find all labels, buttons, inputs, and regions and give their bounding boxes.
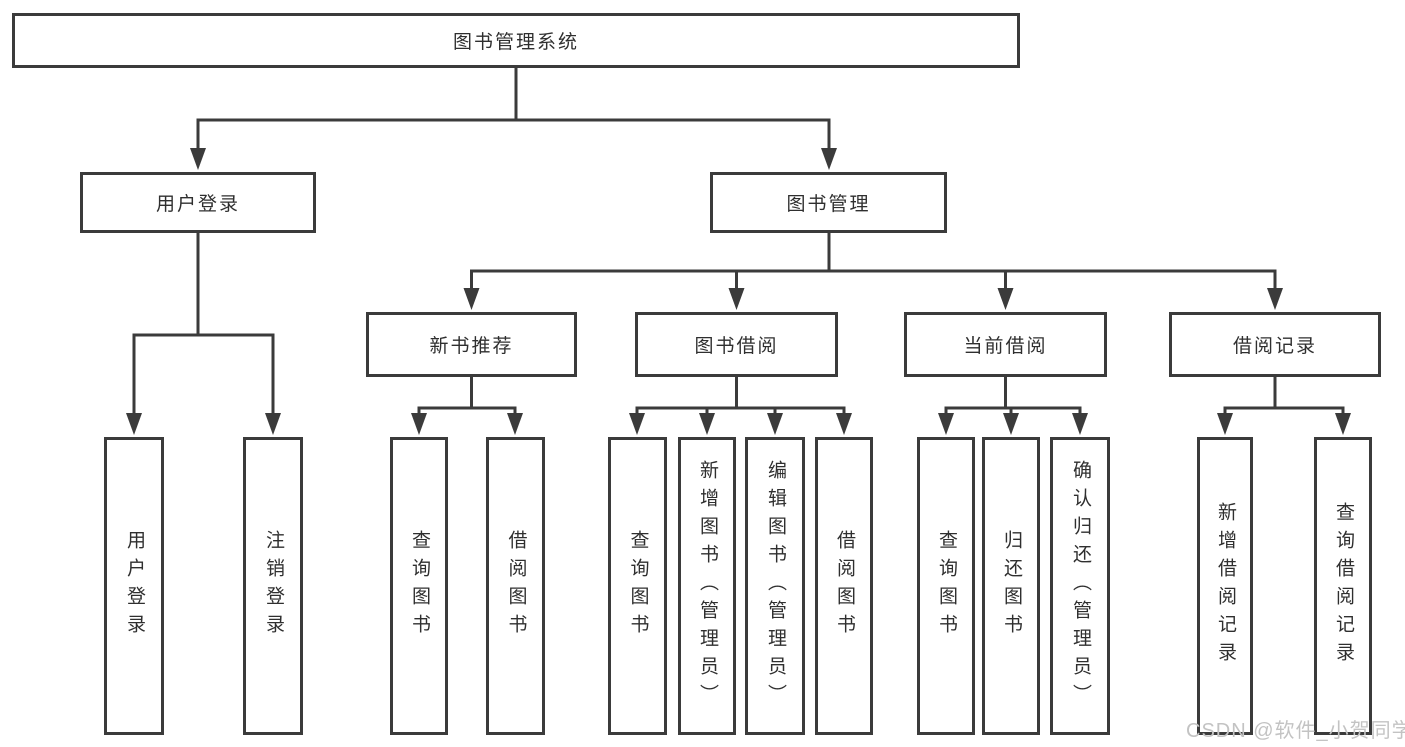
branch-user-login: 用户登录 xyxy=(80,172,316,233)
leaf-logout: 注销登录 xyxy=(243,437,303,735)
group-book-borrow: 图书借阅 xyxy=(635,312,838,377)
leaf-confirm-return-admin: 确认归还（管理员） xyxy=(1050,437,1110,735)
leaf-query-books-recommend-label: 查询图书 xyxy=(408,530,430,642)
leaf-query-books-borrow-label: 查询图书 xyxy=(627,530,649,642)
leaf-confirm-return-admin-label: 确认归还（管理员） xyxy=(1069,460,1091,712)
leaf-query-borrow-record: 查询借阅记录 xyxy=(1314,437,1372,735)
leaf-query-books-recommend: 查询图书 xyxy=(390,437,448,735)
leaf-borrow-books: 借阅图书 xyxy=(815,437,873,735)
leaf-borrow-books-label: 借阅图书 xyxy=(833,530,855,642)
watermark: CSDN @软件_小贺同学 xyxy=(1186,720,1405,742)
leaf-query-books-current: 查询图书 xyxy=(917,437,975,735)
leaf-edit-book-admin: 编辑图书（管理员） xyxy=(745,437,805,735)
leaf-add-borrow-record: 新增借阅记录 xyxy=(1197,437,1253,735)
group-borrow-records: 借阅记录 xyxy=(1169,312,1381,377)
root-node-label: 图书管理系统 xyxy=(452,32,579,53)
leaf-return-books-label: 归还图书 xyxy=(1000,530,1022,642)
group-current-borrow: 当前借阅 xyxy=(904,312,1107,377)
leaf-borrow-books-recommend: 借阅图书 xyxy=(486,437,545,735)
group-current-borrow-label: 当前借阅 xyxy=(963,336,1048,357)
leaf-user-login-label: 用户登录 xyxy=(123,530,145,642)
leaf-user-login: 用户登录 xyxy=(104,437,164,735)
group-book-borrow-label: 图书借阅 xyxy=(694,336,779,357)
leaf-query-books-borrow: 查询图书 xyxy=(608,437,667,735)
leaf-query-borrow-record-label: 查询借阅记录 xyxy=(1332,502,1354,670)
leaf-borrow-books-recommend-label: 借阅图书 xyxy=(505,530,527,642)
leaf-add-book-admin: 新增图书（管理员） xyxy=(678,437,736,735)
branch-book-management: 图书管理 xyxy=(710,172,947,233)
leaf-add-book-admin-label: 新增图书（管理员） xyxy=(696,460,718,712)
leaf-logout-label: 注销登录 xyxy=(262,530,284,642)
group-borrow-records-label: 借阅记录 xyxy=(1232,336,1317,357)
group-new-book-recommend: 新书推荐 xyxy=(366,312,577,377)
branch-user-login-label: 用户登录 xyxy=(155,194,240,215)
group-new-book-recommend-label: 新书推荐 xyxy=(429,336,514,357)
leaf-add-borrow-record-label: 新增借阅记录 xyxy=(1214,502,1236,670)
leaf-edit-book-admin-label: 编辑图书（管理员） xyxy=(764,460,786,712)
leaf-query-books-current-label: 查询图书 xyxy=(935,530,957,642)
leaf-return-books: 归还图书 xyxy=(982,437,1040,735)
root-node-library-system: 图书管理系统 xyxy=(12,13,1020,68)
branch-book-management-label: 图书管理 xyxy=(786,194,871,215)
